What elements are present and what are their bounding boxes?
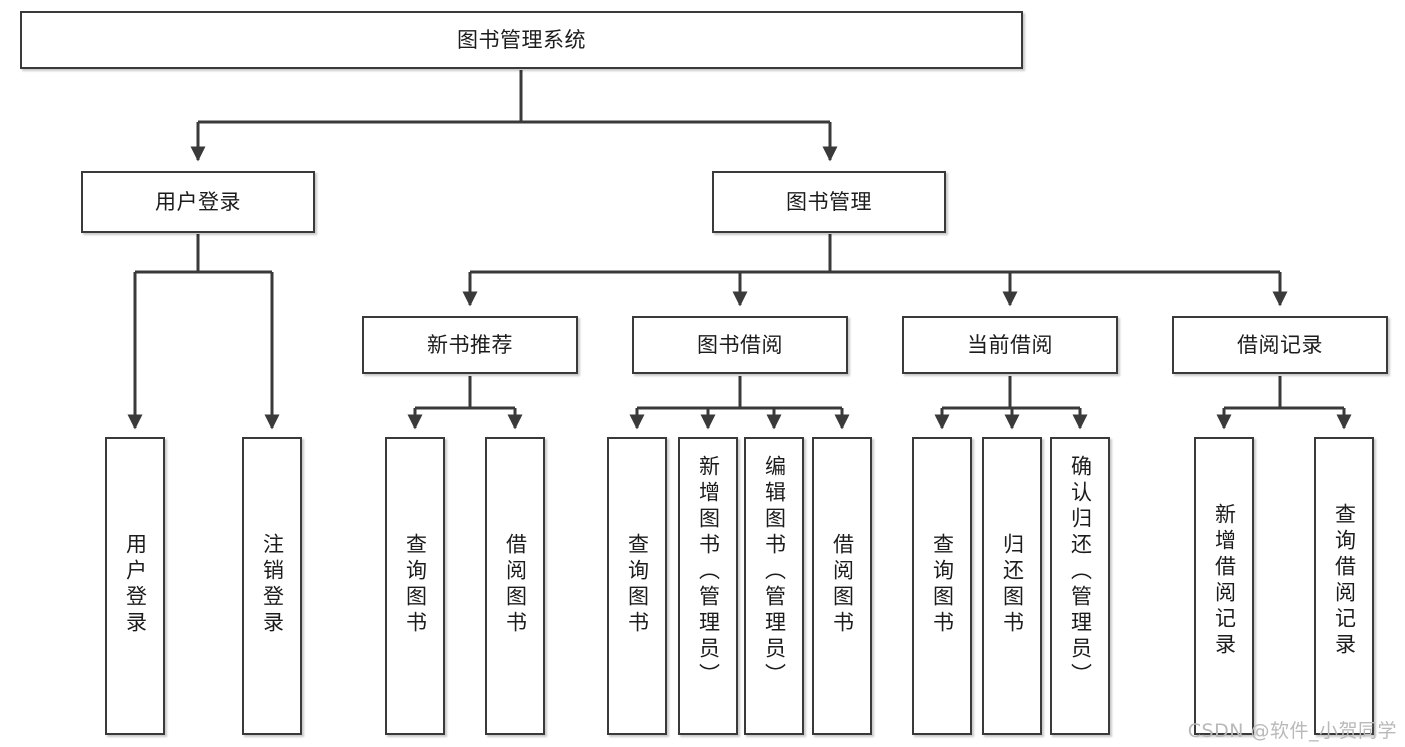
node-label: 当前借阅 [967, 332, 1053, 357]
node-root-book-management-system[interactable]: 图书管理系统 [20, 11, 1023, 69]
leaf-book-borrow-query-book[interactable]: 查询图书 [607, 437, 667, 735]
leaf-user-login-logout[interactable]: 注销登录 [242, 437, 302, 735]
leaf-current-borrow-confirm-return-admin[interactable]: 确认归还（管理员） [1050, 437, 1110, 735]
node-label: 借阅图书 [503, 533, 528, 637]
node-label: 图书借阅 [697, 332, 783, 357]
leaf-current-borrow-return-book[interactable]: 归还图书 [982, 437, 1042, 735]
leaf-borrow-record-add-record[interactable]: 新增借阅记录 [1194, 437, 1254, 735]
leaf-current-borrow-query-book[interactable]: 查询图书 [912, 437, 972, 735]
node-label: 借阅图书 [830, 533, 855, 637]
node-label: 图书管理系统 [457, 27, 586, 52]
leaf-user-login-login[interactable]: 用户登录 [105, 437, 165, 735]
node-label: 用户登录 [123, 533, 148, 637]
leaf-book-borrow-borrow-book[interactable]: 借阅图书 [812, 437, 872, 735]
node-label: 用户登录 [155, 189, 241, 214]
node-user-login[interactable]: 用户登录 [81, 171, 315, 233]
node-label: 新增图书（管理员） [696, 455, 721, 689]
node-label: 查询图书 [625, 533, 650, 637]
node-borrow-record[interactable]: 借阅记录 [1172, 316, 1388, 374]
node-label: 图书管理 [786, 189, 872, 214]
node-label: 新书推荐 [427, 332, 513, 357]
node-label: 新增借阅记录 [1212, 503, 1237, 659]
node-label: 查询图书 [403, 533, 428, 637]
node-label: 注销登录 [260, 533, 285, 637]
node-label: 查询图书 [930, 533, 955, 637]
node-new-book-recommend[interactable]: 新书推荐 [362, 316, 578, 374]
csdn-watermark: CSDN @软件_小贺同学 [1187, 720, 1397, 742]
leaf-new-book-borrow-book[interactable]: 借阅图书 [485, 437, 545, 735]
node-book-borrow[interactable]: 图书借阅 [632, 316, 848, 374]
node-label: 编辑图书（管理员） [762, 455, 787, 689]
leaf-borrow-record-query-record[interactable]: 查询借阅记录 [1314, 437, 1374, 735]
node-label: 归还图书 [1000, 533, 1025, 637]
leaf-book-borrow-edit-book-admin[interactable]: 编辑图书（管理员） [744, 437, 804, 735]
leaf-new-book-query-book[interactable]: 查询图书 [385, 437, 445, 735]
node-label: 查询借阅记录 [1332, 503, 1357, 659]
node-label: 借阅记录 [1237, 332, 1323, 357]
node-label: 确认归还（管理员） [1068, 455, 1093, 689]
node-book-management[interactable]: 图书管理 [712, 171, 946, 233]
leaf-book-borrow-add-book-admin[interactable]: 新增图书（管理员） [678, 437, 738, 735]
node-current-borrow[interactable]: 当前借阅 [902, 316, 1118, 374]
